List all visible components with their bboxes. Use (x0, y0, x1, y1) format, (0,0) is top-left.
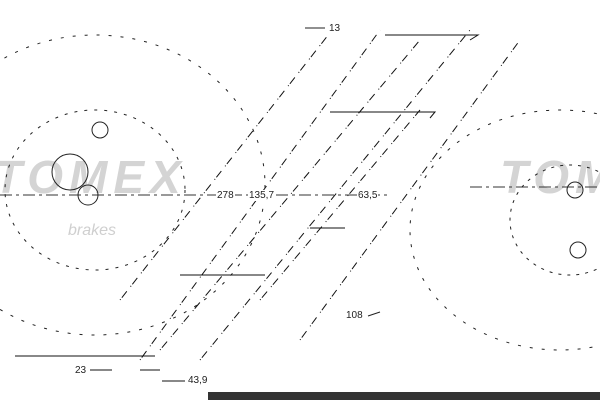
center-bore (51, 153, 89, 191)
dim-label-13: 13 (328, 23, 342, 34)
bolt-hole (77, 184, 99, 206)
dim-label-278: 278 (216, 190, 235, 201)
bolt-hole (566, 181, 584, 199)
hub-outline-left (4, 109, 186, 271)
section-hatch-line (159, 39, 421, 351)
bolt-hole (569, 241, 587, 259)
section-profile (330, 111, 437, 119)
dim-label-43-9: 43,9 (187, 375, 209, 386)
hub-outline-right (509, 164, 600, 276)
watermark-sub: brakes (68, 222, 117, 239)
bolt-hole (91, 121, 109, 139)
section-hatch-line (259, 109, 421, 301)
disc-outline-left (0, 34, 266, 336)
section-hatch-line (199, 29, 471, 361)
disc-outline-right (409, 109, 600, 351)
section-hatch-line (119, 19, 341, 301)
bottom-border (208, 392, 600, 400)
dim-label-23: 23 (74, 365, 88, 376)
dim-label-63-5: 63,5 (357, 190, 379, 201)
section-profile (385, 34, 480, 41)
section-hatch-line (299, 39, 521, 341)
watermark-left: TOMEX (0, 151, 187, 203)
leader-108 (367, 311, 381, 317)
dim-label-135-7: 135,7 (248, 190, 276, 201)
dim-label-108: 108 (345, 310, 364, 321)
